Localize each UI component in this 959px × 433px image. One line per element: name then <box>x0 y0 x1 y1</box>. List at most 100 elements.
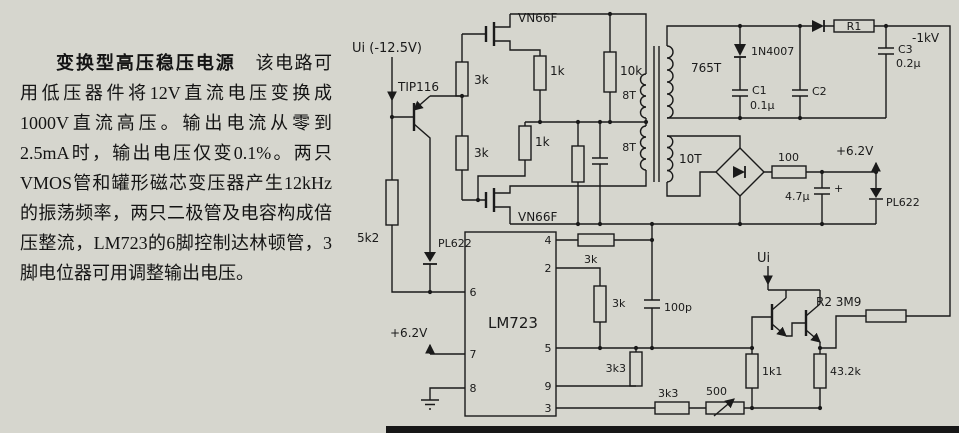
lv-wires <box>666 135 883 224</box>
hv-rectifier-section: 1N4007 C1 0.1µ C2 R1 C3 0.2µ -1kV <box>666 19 951 317</box>
transformer: 765T 10T <box>653 45 722 183</box>
resistor-3k-fb-label: 3k <box>584 253 598 266</box>
v62-right-label: +6.2V <box>836 144 874 158</box>
resistor-3k3-b-label: 3k3 <box>658 387 678 400</box>
article-text: 变换型高压稳压电源该电路可用低压器件将12V直流电压变换成1000V直流高压。输… <box>20 48 332 288</box>
ic-lm723-label: LM723 <box>488 314 538 332</box>
resistor-r2 <box>865 309 907 323</box>
resistor-100 <box>771 165 807 179</box>
cap-100p-label: 100p <box>664 301 692 314</box>
pin9-label: 9 <box>545 380 552 393</box>
hv-diode-symbol <box>812 20 824 32</box>
article-title: 变换型高压稳压电源 <box>56 53 236 73</box>
cap-c3-label: C3 <box>898 43 913 56</box>
mosfet-bottom-label: VN66F <box>518 210 557 224</box>
figure-bottom-rule <box>386 426 959 433</box>
q2-emitter <box>805 329 821 343</box>
pin6-label: 6 <box>470 286 477 299</box>
resistor-1k-mid-label: 1k <box>535 135 550 149</box>
resistor-3k-top-label: 3k <box>474 73 489 87</box>
pin3-label: 3 <box>545 402 552 415</box>
resistor-1k1-label: 1k1 <box>762 365 782 378</box>
tip116-emitter <box>413 95 431 111</box>
tip116-collector-wire <box>413 123 431 292</box>
resistor-1k-top <box>533 55 547 91</box>
resistor-3k-top <box>455 61 469 97</box>
resistor-3k-bottom-label: 3k <box>474 146 489 160</box>
article-paragraph: 变换型高压稳压电源该电路可用低压器件将12V直流电压变换成1000V直流高压。输… <box>20 48 332 288</box>
ic-lm723-body <box>464 231 557 417</box>
resistor-3k-bottom <box>455 135 469 171</box>
primary-coil-top <box>639 73 647 119</box>
resistor-3k3-a-label: 3k3 <box>606 362 626 375</box>
diode-1n4007-label: 1N4007 <box>751 45 794 58</box>
resistor-43k2-label: 43.2k <box>830 365 861 378</box>
hv-wires <box>666 25 951 317</box>
resistor-r1 <box>833 19 875 33</box>
winding-8t-top-label: 8T <box>622 89 636 102</box>
winding-10t-label: 10T <box>679 152 702 166</box>
zener-left-symbol <box>424 252 436 262</box>
tip116-label: TIP116 <box>397 80 439 94</box>
cap-c1-value: 0.1µ <box>750 99 775 112</box>
v62-left-label: +6.2V <box>390 326 428 340</box>
resistor-1k-top-label: 1k <box>550 64 565 78</box>
bridge-diode-symbol <box>733 166 745 178</box>
mosfet-bars <box>484 22 496 212</box>
cap-c3-value: 0.2µ <box>896 57 921 70</box>
cap-c2-label: C2 <box>812 85 827 98</box>
zener-left-label: PL622 <box>438 237 472 250</box>
resistor-r1-label: R1 <box>847 20 862 33</box>
pin5-label: 5 <box>545 342 552 355</box>
article-body: 该电路可用低压器件将12V直流电压变换成1000V直流高压。输出电流从零到2.5… <box>20 53 333 283</box>
resistor-r2-label: R2 3M9 <box>816 295 861 309</box>
pin4-label: 4 <box>545 234 552 247</box>
ui-sense-label: Ui <box>757 251 770 266</box>
resistor-3k-fb <box>577 233 615 247</box>
cap-4u7-label: 4.7µ <box>785 190 810 203</box>
pin2-label: 2 <box>545 262 552 275</box>
resistor-5k2 <box>385 179 399 226</box>
winding-765t-label: 765T <box>691 61 722 75</box>
pin8-label: 8 <box>470 382 477 395</box>
darlington-base-bars <box>770 304 808 336</box>
resistor-5k2-label: 5k2 <box>357 231 379 245</box>
resistor-10k <box>603 51 617 93</box>
mosfet-top-label: VN66F <box>518 11 557 25</box>
pin7-label: 7 <box>470 348 477 361</box>
q1-emitter <box>771 323 787 337</box>
resistor-100-label: 100 <box>778 151 799 164</box>
input-wires <box>391 95 465 293</box>
resistor-43k2 <box>813 353 827 389</box>
cap-4u7-plus: + <box>834 182 843 195</box>
zener-right-label: PL622 <box>886 196 920 209</box>
primary-coil-bottom <box>639 125 647 171</box>
resistor-3k3-b <box>654 401 690 415</box>
potentiometer-500 <box>705 401 745 415</box>
darlington-feedback-section: Ui R2 3M9 <box>757 251 907 349</box>
winding-8t-bottom-label: 8T <box>622 141 636 154</box>
resistor-unlabeled <box>571 145 585 183</box>
resistor-1k-mid <box>518 125 532 161</box>
oscillator-wires <box>461 13 876 225</box>
regulator-section: LM723 4 2 5 9 3 6 7 8 +6.2V 3k 3k 100p 3… <box>390 224 861 417</box>
resistor-3k-in-label: 3k <box>612 297 626 310</box>
diode-1n4007-symbol <box>734 44 746 56</box>
lv-rectifier-section: 100 4.7µ + +6.2V PL622 <box>666 135 920 224</box>
input-voltage-label: Ui (-12.5V) <box>352 41 422 56</box>
bridge-rectifier <box>715 147 765 197</box>
hv-output-label: -1kV <box>912 31 940 45</box>
cap-c1-label: C1 <box>752 84 767 97</box>
junction-dots <box>389 11 889 411</box>
secondary-10t-coil <box>666 135 674 183</box>
resistor-3k-in <box>593 285 607 323</box>
darlington-wires <box>767 284 866 349</box>
transformer-core <box>653 46 660 182</box>
resistor-3k3-a <box>629 351 643 387</box>
resistor-1k1 <box>745 353 759 389</box>
oscillator-section: 3k 3k VN66F VN66F 1k 1k 10k 8T 8T <box>455 11 876 225</box>
secondary-765t-coil <box>666 45 674 119</box>
potentiometer-500-label: 500 <box>706 385 727 398</box>
